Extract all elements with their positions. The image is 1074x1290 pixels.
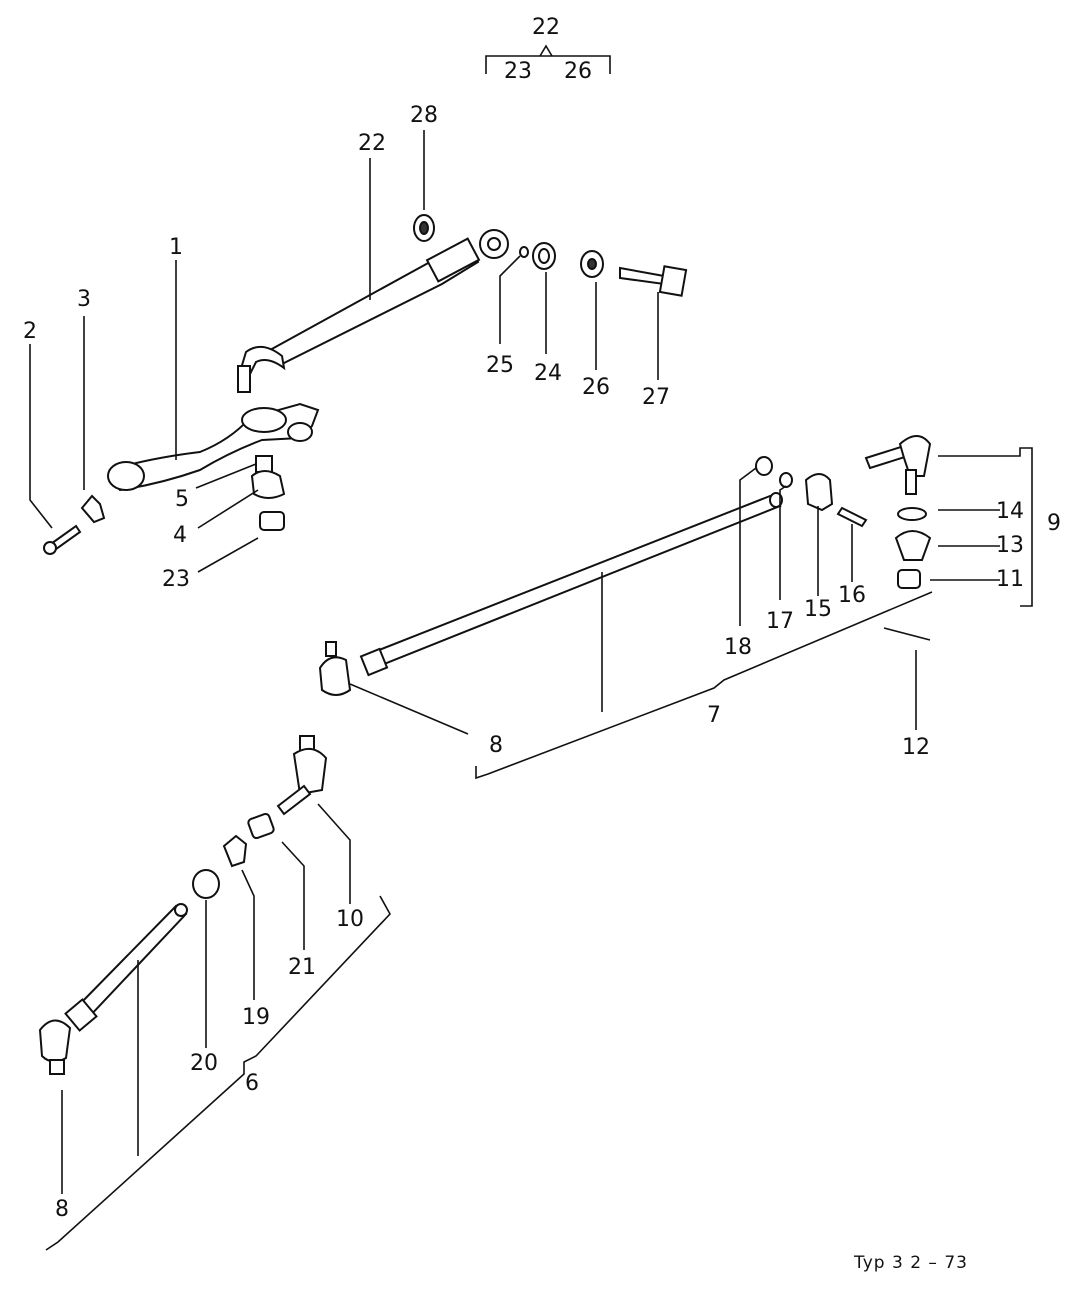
label-28: 28 [410,103,438,128]
leader-8-right [349,683,469,735]
cotter-pin-12 [883,627,931,641]
label-11: 11 [996,567,1024,592]
label-8-right: 8 [489,733,503,758]
bolt-27-shank [619,266,665,286]
washer-28-hole [419,221,429,235]
boot-13 [894,530,932,561]
washer-14 [897,507,927,521]
tie-rod-end-8-left-stud [49,1059,65,1075]
label-10: 10 [336,907,364,932]
label-12: 12 [902,735,930,760]
header-bracket [485,55,611,74]
washer-26-hole [587,258,597,270]
drag-link-assembly [237,214,688,393]
label-19: 19 [242,1005,270,1030]
nut-23 [259,511,285,531]
label-13: 13 [996,533,1024,558]
part-labels: 1 2 3 4 5 23 22 28 25 24 26 27 18 17 15 … [23,103,1061,1222]
leader-18 [739,467,757,626]
drag-link-stud [237,365,251,393]
bolt-2-head [43,541,57,555]
leader-21 [281,841,305,950]
leader-25 [499,255,521,344]
clamp-15 [804,473,834,512]
tie-rod-6-tube [76,904,188,1020]
label-23: 23 [162,567,190,592]
tie-rod-7-clamp [359,647,389,677]
label-8-left: 8 [55,1197,69,1222]
tie-rod-end-8-right [318,656,352,696]
pitman-arm-assembly [43,402,320,555]
bolt-27-head [658,265,688,297]
tie-rod-7-end [769,492,783,508]
label-17: 17 [766,609,794,634]
leader-lines [29,130,1033,1251]
ball-stud-5 [255,455,273,473]
label-18: 18 [724,635,752,660]
tie-rod-end-10-thread [276,784,312,816]
pitman-arm-center-eye [241,407,287,433]
header-label-23: 23 [504,59,532,84]
label-20: 20 [190,1051,218,1076]
tie-rod-6-assembly [38,735,328,1075]
bracket-9 [938,447,1033,607]
tie-rod-7-assembly [318,435,932,696]
leader-4 [197,489,259,529]
label-9: 9 [1047,511,1061,536]
leader-19 [241,869,255,1000]
clamp-ring-20 [192,869,220,899]
bracket-6 [45,895,391,1251]
label-4: 4 [173,523,187,548]
leader-17 [779,485,787,600]
tie-rod-end-10-body [292,747,328,796]
label-14: 14 [996,499,1024,524]
drag-link-sleeve [425,237,481,283]
tie-rod-end-9-stud [905,469,917,495]
header-group: 22 23 26 [485,15,611,84]
label-6: 6 [245,1071,259,1096]
nut-18 [755,456,773,476]
label-3: 3 [77,287,91,312]
label-16: 16 [838,583,866,608]
washer-17 [779,472,793,488]
nut-11 [897,569,921,589]
leader-23 [197,537,259,573]
label-15: 15 [804,597,832,622]
lock-plate-19 [222,834,248,868]
nut-21 [247,812,275,840]
tie-rod-end-8-stud [325,641,337,657]
tie-rod-6-clamp [64,998,98,1032]
footer-code: Typ 3 2 – 73 [853,1253,968,1273]
header-label-26: 26 [564,59,592,84]
leader-10 [317,803,351,904]
tie-rod-7-tube [372,494,782,666]
bracket-7 [475,591,933,780]
label-2: 2 [23,319,37,344]
label-1: 1 [169,235,183,260]
boot-4 [250,470,286,499]
bushing-24-hole [538,248,550,264]
pitman-arm-left-eye [107,461,145,491]
label-24: 24 [534,361,562,386]
tie-rod-end-8-left [38,1019,72,1063]
leader-2 [29,344,53,529]
lock-plate-3 [80,494,106,524]
label-27: 27 [642,385,670,410]
header-label-22: 22 [532,15,560,40]
label-25: 25 [486,353,514,378]
drag-link-eye-hole [487,237,501,251]
pitman-arm-right-eye [287,422,313,442]
label-5: 5 [175,487,189,512]
label-22: 22 [358,131,386,156]
ring-25 [519,246,529,258]
leader-5 [195,463,257,489]
label-26: 26 [582,375,610,400]
bolt-16 [836,506,868,528]
tie-rod-6-end [174,903,188,917]
label-21: 21 [288,955,316,980]
label-7: 7 [707,703,721,728]
header-bracket-peak [539,44,553,57]
